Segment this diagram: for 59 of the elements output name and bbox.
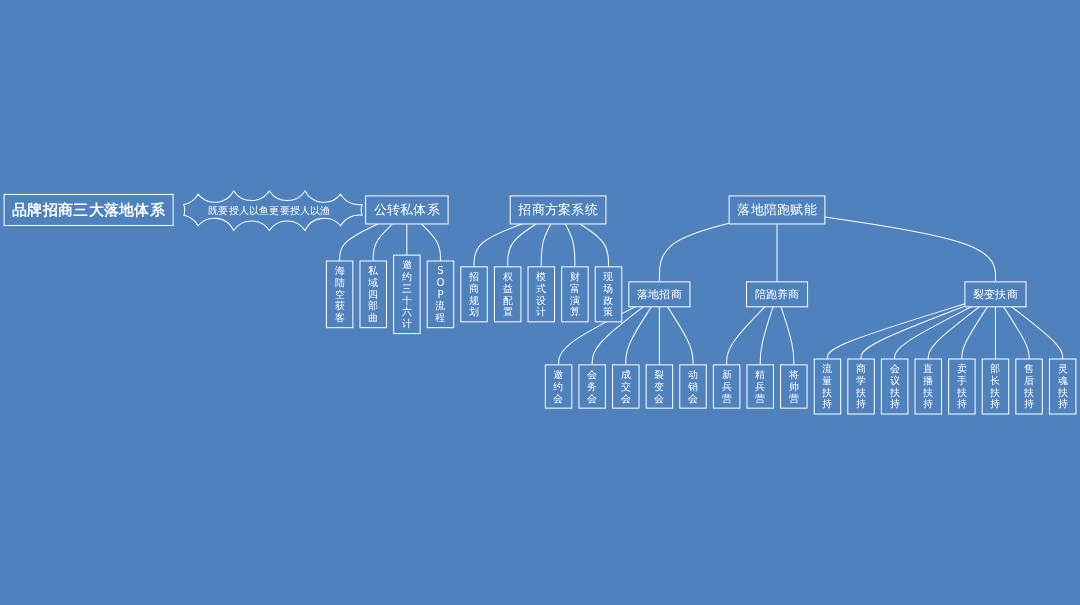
node-box xyxy=(1015,358,1043,415)
node-box xyxy=(847,358,875,415)
connector xyxy=(826,303,966,360)
node-box xyxy=(393,254,421,335)
connector xyxy=(579,223,609,268)
node-box xyxy=(544,364,573,409)
node-box xyxy=(964,281,1027,308)
connector xyxy=(564,223,576,268)
connector xyxy=(540,223,552,268)
connector xyxy=(473,223,523,268)
connector xyxy=(780,306,795,366)
node-box xyxy=(561,266,589,323)
node-box xyxy=(645,364,674,409)
connector xyxy=(1003,306,1030,360)
connector xyxy=(591,306,644,366)
connector xyxy=(507,223,537,268)
node-box xyxy=(509,195,607,225)
connector xyxy=(824,216,996,283)
connector xyxy=(776,223,778,283)
connector xyxy=(961,306,988,360)
node-box xyxy=(426,260,455,329)
connector xyxy=(625,306,652,366)
connector xyxy=(339,223,379,262)
connector xyxy=(420,223,441,262)
node-box xyxy=(981,358,1010,415)
node-box xyxy=(813,358,842,415)
node-box xyxy=(594,266,623,323)
connector xyxy=(666,306,694,366)
connector xyxy=(927,306,980,360)
connector xyxy=(994,306,996,360)
connector xyxy=(726,306,766,366)
node-box xyxy=(628,281,691,308)
node-box xyxy=(460,266,488,323)
node-box xyxy=(527,266,555,323)
node-box xyxy=(365,195,449,225)
node-box xyxy=(914,358,942,415)
connector xyxy=(1011,306,1064,360)
connector xyxy=(894,306,972,360)
connector xyxy=(658,222,730,283)
node-box xyxy=(612,364,640,409)
node-box xyxy=(1048,358,1077,415)
connector xyxy=(406,223,408,256)
node-box xyxy=(746,364,774,409)
node-box xyxy=(3,193,174,226)
node-box xyxy=(880,358,909,415)
connector xyxy=(759,306,774,366)
node-box xyxy=(712,364,741,409)
node-box xyxy=(745,281,809,308)
node-box xyxy=(780,364,808,409)
node-box xyxy=(493,266,522,323)
node-box xyxy=(359,260,387,329)
connector xyxy=(372,223,393,262)
connector xyxy=(860,305,966,360)
node-box xyxy=(948,358,976,415)
node-box xyxy=(578,364,606,409)
connector xyxy=(658,306,660,366)
node-box xyxy=(728,195,826,225)
node-box xyxy=(679,364,707,409)
node-box xyxy=(325,260,354,329)
